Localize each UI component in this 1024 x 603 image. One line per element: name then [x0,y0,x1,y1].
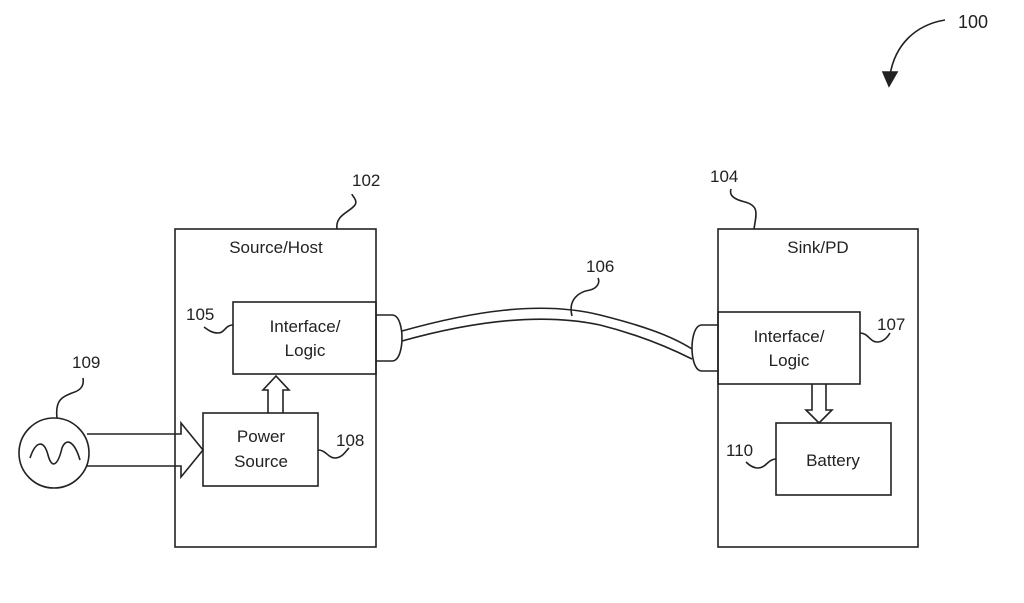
battery-110-label: 110 [726,441,753,460]
power-to-interface-arrow [261,374,291,413]
battery-label: Battery [806,451,860,470]
interface-105-leader [203,324,234,334]
power-source-label-2: Source [234,452,288,471]
figure-arrow [889,19,946,76]
source-title: Source/Host [229,238,323,257]
ac-source-circle [18,417,90,489]
power-108-leader [317,447,350,459]
source-ref-leader [336,193,357,230]
interface-105-label: 105 [186,305,214,324]
interface-107-label: 107 [877,315,905,334]
sine-wave-icon [29,441,81,465]
sink-interface-label-2: Logic [769,351,810,370]
power-source-label-1: Power [237,427,286,446]
sink-title: Sink/PD [787,238,848,257]
cable-ref-label: 106 [586,257,614,276]
source-ref-label: 102 [352,171,380,190]
ac-109-leader [55,377,85,419]
ac-109-label: 109 [72,353,100,372]
interface-107-leader [859,332,891,343]
sink-ref-label: 104 [710,167,738,186]
cable-106-leader [570,277,600,317]
figure-ref-100: 100 [881,12,988,88]
sink-interface-box [717,311,861,385]
interface-to-battery-arrow [804,384,834,425]
figure-arrow-head [881,71,899,88]
source-interface-box [232,301,377,375]
power-108-label: 108 [336,431,364,450]
battery-110-leader [745,458,777,469]
source-interface-label-2: Logic [285,341,326,360]
source-host-box [174,228,377,548]
source-interface-label-1: Interface/ [270,317,341,336]
cable-bottom [401,318,693,360]
source-connector [376,314,403,362]
sink-connector [691,324,718,372]
sink-ref-leader [729,188,757,230]
sink-interface-label-1: Interface/ [754,327,825,346]
cable-top [401,307,693,350]
sink-pd-box [717,228,919,548]
figure-ref-label: 100 [958,12,988,32]
power-source-box [202,412,319,487]
ac-to-power-arrow [87,420,205,480]
